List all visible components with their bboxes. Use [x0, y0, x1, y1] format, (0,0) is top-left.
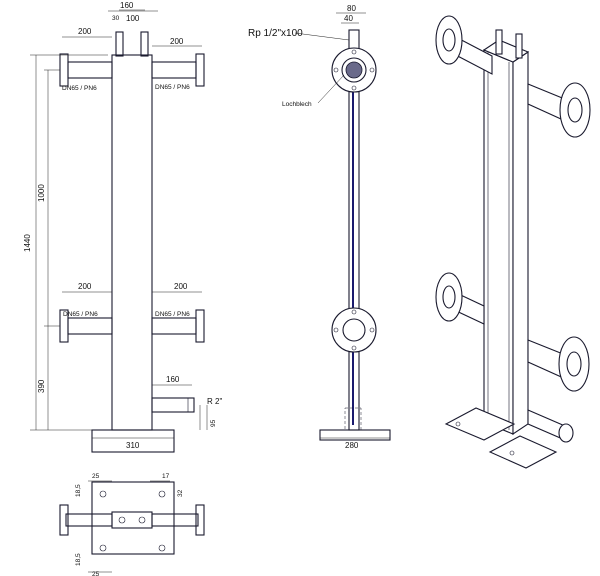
- top-flange-right: [195, 504, 205, 536]
- dim-17: 17: [162, 473, 170, 480]
- top-base-plate: [91, 481, 175, 555]
- dim-25-top: 25: [92, 473, 100, 480]
- dim-25-bottom: 25: [92, 571, 100, 576]
- dim-200-lower-left: 200: [78, 282, 92, 291]
- iso-flange-lower-left: [435, 272, 463, 322]
- top-view: 25 17 18,5 32 18,5 25: [59, 473, 205, 576]
- top-pipe-left: [115, 31, 124, 57]
- dim-18-5-bottom: 18,5: [75, 553, 82, 566]
- front-view: 160 30 100 200 200 DN65 / PN6 DN65 / PN6…: [23, 1, 222, 453]
- top-flange-left: [59, 504, 69, 536]
- dim-1000: 1000: [37, 184, 46, 202]
- dim-30: 30: [112, 15, 120, 22]
- nozzle-lower-right: [151, 317, 197, 335]
- iso-base-left: [444, 407, 516, 441]
- label-dn65-upper-left: DN65 / PN6: [62, 85, 97, 92]
- drain-socket: [151, 397, 195, 413]
- flange-upper-right: [195, 53, 205, 87]
- dim-95: 95: [210, 419, 217, 427]
- iso-flange-upper-left: [435, 15, 463, 65]
- front-dimensions: [30, 9, 208, 439]
- top-pipe-right: [140, 31, 149, 57]
- label-rp: Rp 1/2"x100: [248, 28, 303, 39]
- dim-40: 40: [344, 14, 353, 23]
- iso-flange-upper-right: [559, 82, 591, 138]
- dim-100: 100: [126, 14, 140, 23]
- flange-lower-right: [195, 309, 205, 343]
- label-lochblech: Lochblech: [282, 101, 312, 108]
- nozzle-upper-right: [151, 61, 197, 79]
- iso-flange-lower-right: [558, 336, 590, 392]
- dim-200-upper-right: 200: [170, 37, 184, 46]
- label-dn65-upper-right: DN65 / PN6: [155, 84, 190, 91]
- label-r2: R 2": [207, 397, 222, 406]
- flange-upper-left: [59, 53, 69, 87]
- dim-390: 390: [37, 379, 46, 393]
- label-dn65-lower-right: DN65 / PN6: [155, 311, 190, 318]
- nozzle-upper-left: [67, 61, 113, 79]
- iso-column-front: [483, 49, 514, 435]
- side-flange-lower: [331, 307, 377, 353]
- dim-80: 80: [347, 4, 356, 13]
- dim-160-drain: 160: [166, 375, 180, 384]
- iso-base-right: [488, 435, 558, 469]
- dim-32: 32: [177, 489, 184, 497]
- column-body: [111, 54, 153, 431]
- dim-280: 280: [345, 441, 359, 450]
- dim-1440: 1440: [23, 234, 32, 252]
- label-dn65-lower-left: DN65 / PN6: [63, 311, 98, 318]
- side-view: 80 40 Rp 1/2"x100 Lochblech 280: [248, 4, 391, 450]
- dim-200-lower-right: 200: [174, 282, 188, 291]
- iso-drain: [558, 423, 574, 443]
- nozzle-lower-left: [67, 317, 113, 335]
- dim-18-5-top: 18,5: [75, 484, 82, 497]
- top-column-section: [111, 511, 153, 529]
- dim-200-upper-left: 200: [78, 27, 92, 36]
- isometric-view: [435, 15, 591, 469]
- side-base-plate: [319, 429, 391, 441]
- dim-160: 160: [120, 1, 134, 10]
- slot-hole: [99, 490, 107, 498]
- dim-310: 310: [126, 441, 140, 450]
- base-plate: [91, 429, 175, 453]
